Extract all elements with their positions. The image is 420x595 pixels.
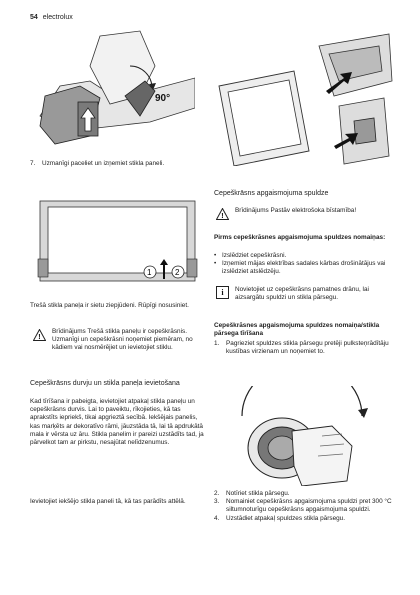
step-7-number: 7. xyxy=(30,160,36,167)
steps-list: 2.Notīriet stikla pārsegu. 3.Nomainiet c… xyxy=(214,490,394,523)
glass-panel-figure: 1 2 xyxy=(30,195,205,295)
cleaning-text: Trešā stikla paneļa ir sietu ziepjūdeni.… xyxy=(30,302,189,309)
page-number: 54 xyxy=(30,14,38,21)
list-item: •Izslēdziet cepeškrāsni. xyxy=(214,252,287,259)
door-install-body: Kad tīrīšana ir pabeigta, ievietojiet at… xyxy=(30,398,204,447)
brand-name: electrolux xyxy=(42,14,73,21)
page-header: 54 electrolux xyxy=(30,14,73,21)
warning-icon: ! xyxy=(33,329,46,341)
svg-text:!: ! xyxy=(221,213,223,220)
list-item: 4.Uzstādiet atpakaļ spuldzes stikla pārs… xyxy=(214,514,346,522)
angle-label: 90° xyxy=(155,93,170,104)
step-2-label: 2 xyxy=(175,268,180,277)
door-install-body-2: Ievietojiet iekšējo stikla paneli tā, kā… xyxy=(30,498,186,505)
step-1-text: Pagrieziet spuldzes stikla pārsegu pretē… xyxy=(226,340,389,356)
door-panel-figure xyxy=(218,33,393,166)
list-item: •Izņemiet mājas elektrības sadales kārba… xyxy=(214,260,386,276)
before-replacement-title: Pirms cepeškrāsnes apgaismojuma spuldzes… xyxy=(214,234,386,241)
before-list: •Izslēdziet cepeškrāsni. •Izņemiet mājas… xyxy=(214,252,394,277)
step-7: 7. Uzmanīgi paceliet un izņemiet stikla … xyxy=(30,160,200,168)
right-warning-text: Brīdinājums Pastāv elektrošoka bīstamība… xyxy=(235,207,357,214)
step-7-text: Uzmanīgi paceliet un izņemiet stikla pan… xyxy=(42,160,165,167)
list-item: 2.Notīriet stikla pārsegu. xyxy=(214,490,290,497)
svg-text:!: ! xyxy=(38,334,40,341)
left-warning-text: Brīdinājums Trešā stikla paneļu ir cepeš… xyxy=(52,328,193,352)
lamp-section-title: Cepeškrāsns apgaismojuma spuldze xyxy=(214,190,329,197)
replacement-title: Cepeškrāsnes apgaismojuma spuldzes nomai… xyxy=(214,322,380,338)
lamp-cover-figure xyxy=(241,386,368,486)
step-1: 1. Pagrieziet spuldzes stikla pārsegu pr… xyxy=(214,340,394,356)
info-icon: i xyxy=(216,286,229,299)
list-item: 3.Nomainiet cepeškrāsns apgaismojuma spu… xyxy=(214,498,392,514)
info-text: Novietojiet uz cepeškrāsns pamatnes drān… xyxy=(235,286,369,302)
door-removal-figure: 90° xyxy=(30,26,195,151)
warning-icon-right: ! xyxy=(216,208,229,220)
door-install-title: Cepeškrāsns durvju un stikla paneļa ievi… xyxy=(30,380,180,387)
step-1-label: 1 xyxy=(147,268,152,277)
